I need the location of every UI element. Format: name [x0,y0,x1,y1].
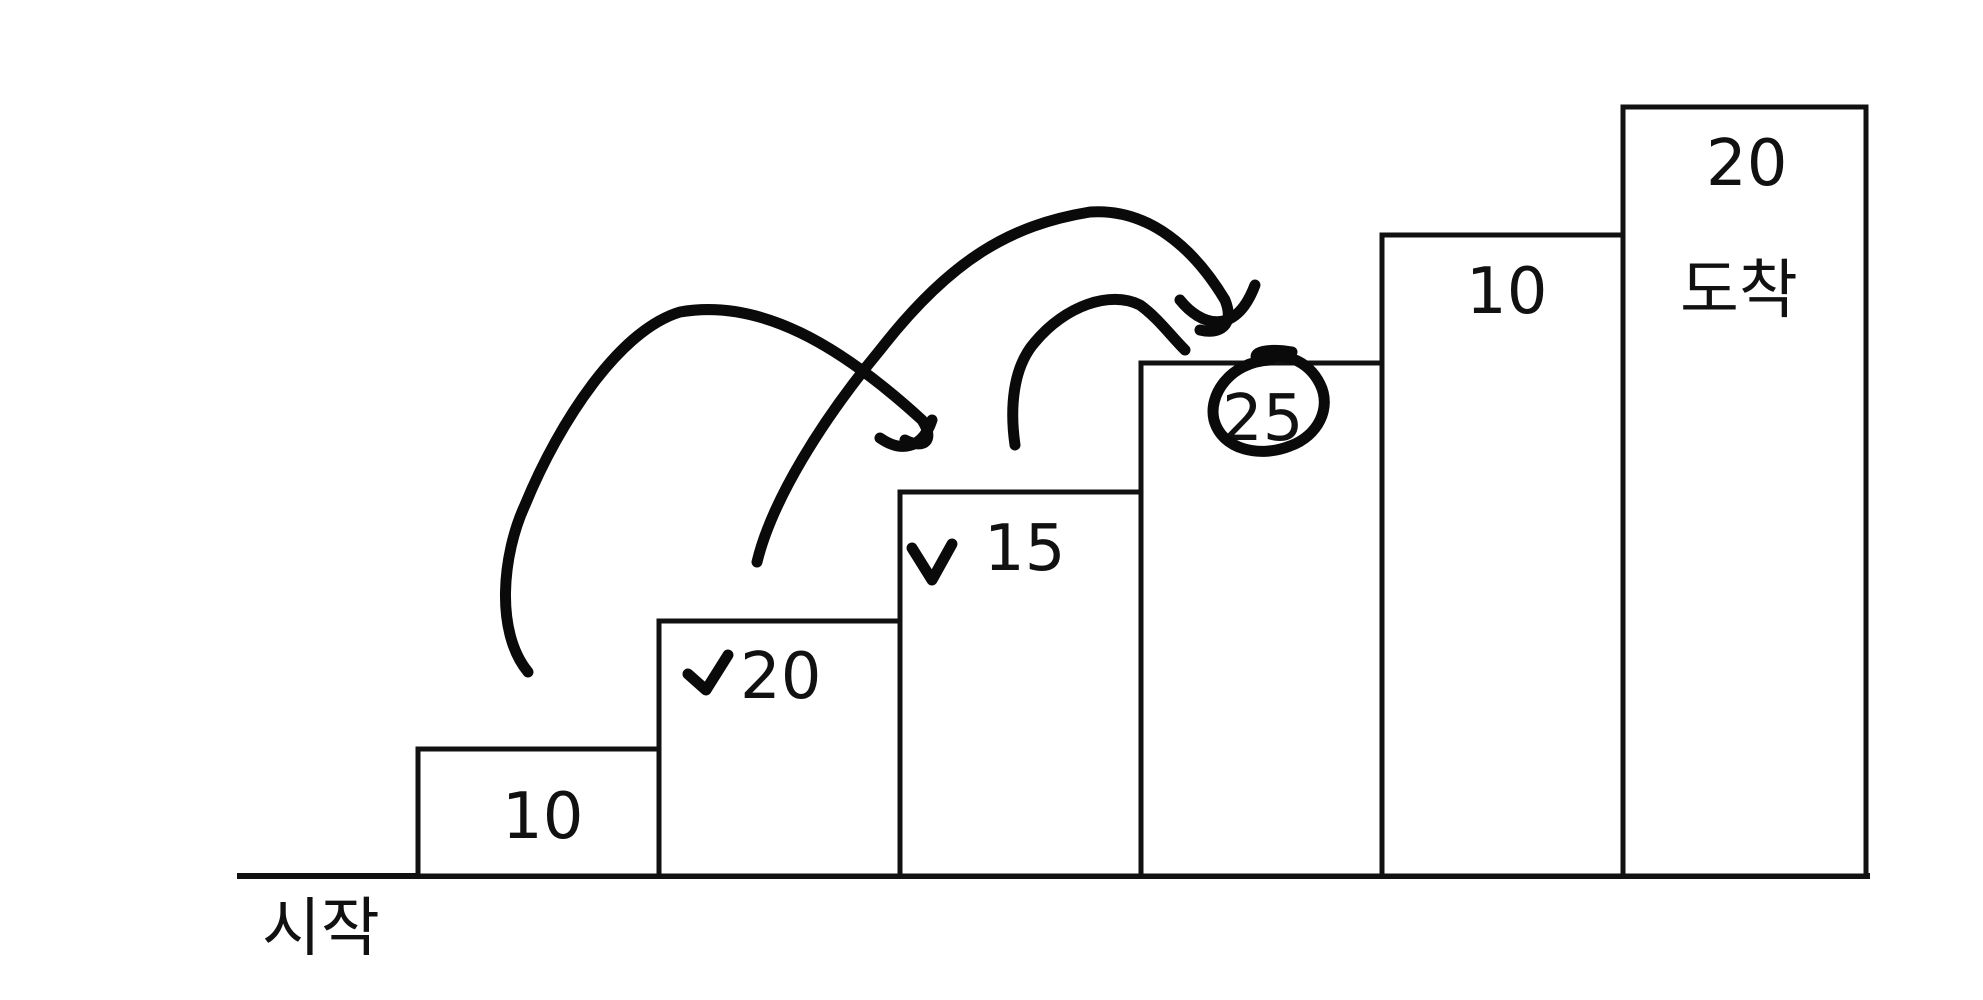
step-6 [1620,104,1869,879]
step-2 [656,618,903,879]
circle-mark-icon [1207,344,1330,457]
step-2-value: 20 [740,640,821,714]
check-mark-icon-step-3 [906,538,958,586]
step-3-value: 15 [984,512,1065,586]
check-mark-icon-step-2 [682,649,734,696]
step-1-value: 10 [502,780,583,854]
jump-arrow-icon-3 [1007,293,1191,451]
jump-arrow-icon-2-head [1174,279,1261,328]
start-label: 시작 [262,892,380,966]
jump-arrow-icon-1 [500,304,934,678]
jump-arrow-icon-2 [751,206,1234,568]
step-6-value: 20 [1706,127,1787,201]
step-5 [1379,232,1626,879]
finish-label: 도착 [1680,254,1798,328]
jump-arrow-icon-1-head [874,414,938,452]
step-5-value: 10 [1466,255,1547,329]
